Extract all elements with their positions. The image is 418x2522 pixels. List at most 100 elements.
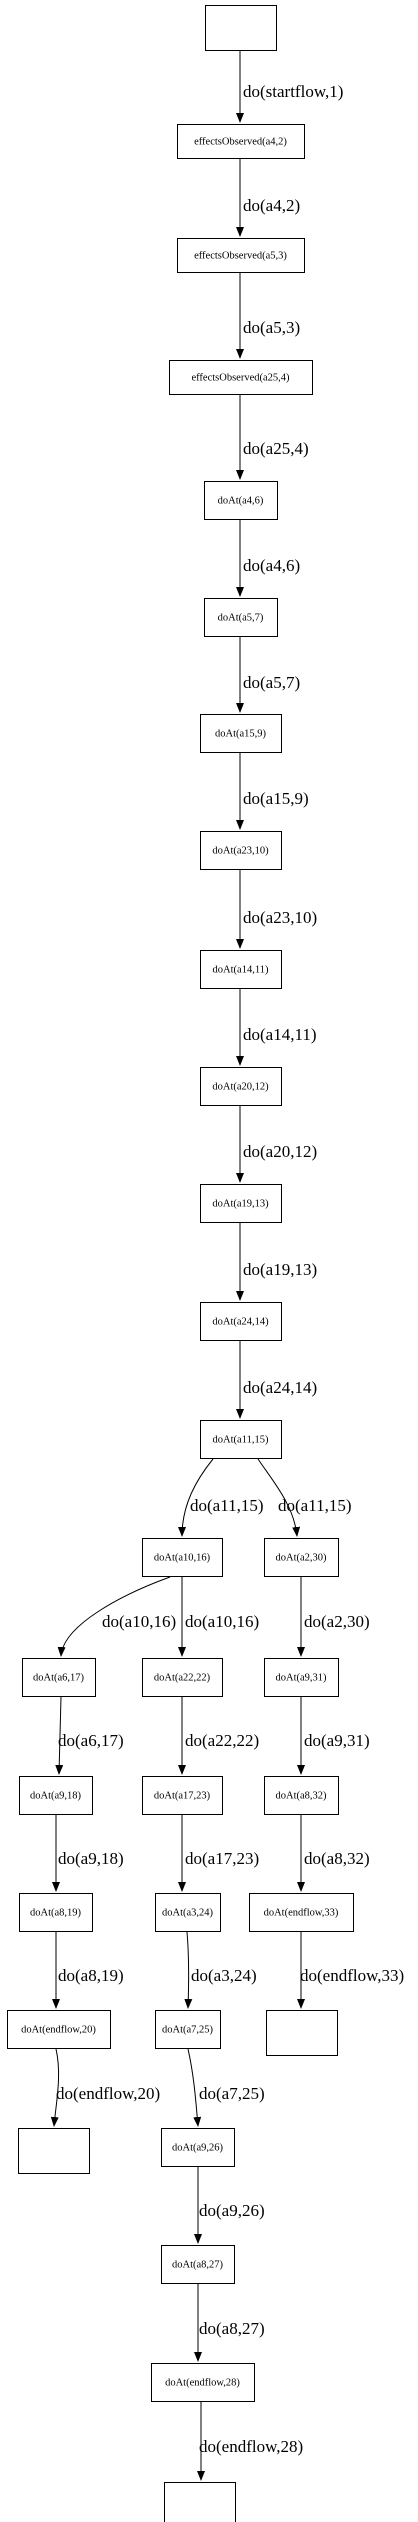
node-box <box>200 1420 282 1459</box>
node-box <box>205 5 277 51</box>
node-box <box>161 2245 235 2284</box>
node-box <box>200 714 282 753</box>
state-node: doAt(a24,14) <box>200 1302 282 1341</box>
node-label: doAt(a15,9) <box>215 729 267 740</box>
edge-label: do(a9,31) <box>304 1731 370 1750</box>
edge-label: do(endflow,20) <box>56 2084 160 2103</box>
state-node: doAt(a7,25) <box>155 2010 221 2049</box>
node-label: doAt(a19,13) <box>212 1199 269 1210</box>
edge-label: do(a14,11) <box>243 1025 317 1044</box>
node-box <box>264 1776 339 1815</box>
node-box <box>200 1302 282 1341</box>
edge-label: do(a20,12) <box>243 1142 317 1161</box>
edge-label: do(a6,17) <box>58 1731 124 1750</box>
node-box <box>161 2128 235 2167</box>
edge-label: do(a19,13) <box>243 1260 317 1279</box>
edge-n24-to-n27 <box>50 2048 60 2127</box>
edge-n13-to-n15 <box>57 1576 171 1657</box>
state-node: doAt(a23,10) <box>200 831 282 870</box>
node-label: doAt(a5,7) <box>218 613 264 624</box>
node-label: effectsObserved(a4,2) <box>194 137 287 148</box>
node-label: doAt(endflow,20) <box>21 2025 96 2036</box>
node-label: doAt(a11,15) <box>213 1435 269 1446</box>
nodes-layer: effectsObserved(a4,2) effectsObserved(a5,… <box>7 5 354 2522</box>
state-node: doAt(a3,24) <box>155 1893 221 1932</box>
state-node: doAt(a19,13) <box>200 1184 282 1223</box>
edge-label: do(endflow,28) <box>199 2437 303 2456</box>
edge-label: do(a15,9) <box>243 789 309 808</box>
state-node: doAt(a17,23) <box>142 1776 223 1815</box>
edge-n22-to-n25 <box>184 1931 193 2009</box>
state-node: doAt(a9,26) <box>161 2128 235 2167</box>
edge-n12-to-n14 <box>257 1458 301 1537</box>
edge-label: do(a22,22) <box>185 1731 259 1750</box>
edge-n15-to-n18 <box>55 1696 64 1775</box>
node-label: doAt(a24,14) <box>212 1317 269 1328</box>
state-node: doAt(a2,30) <box>264 1538 339 1577</box>
state-node: doAt(a8,27) <box>161 2245 235 2284</box>
node-label: doAt(a8,32) <box>275 1791 327 1802</box>
node-label: doAt(a7,25) <box>162 2025 214 2036</box>
node-box <box>200 1184 282 1223</box>
state-node: doAt(endflow,28) <box>151 2363 255 2402</box>
edge-label: do(a8,19) <box>58 1966 124 1985</box>
node-label: doAt(a17,23) <box>154 1791 211 1802</box>
state-node: doAt(a22,22) <box>142 1658 223 1697</box>
state-node: doAt(a6,17) <box>22 1658 96 1697</box>
node-box <box>264 1538 339 1577</box>
edge-n12-to-n13 <box>178 1458 214 1537</box>
node-label: doAt(a8,27) <box>172 2260 224 2271</box>
state-node: doAt(a8,19) <box>19 1893 93 1932</box>
node-box <box>266 2010 338 2056</box>
node-box <box>155 2010 221 2049</box>
node-box <box>151 2363 255 2402</box>
node-label: doAt(a14,11) <box>213 965 269 976</box>
node-box <box>155 1893 221 1932</box>
node-box <box>142 1658 223 1697</box>
edge-label: do(a4,6) <box>243 556 300 575</box>
node-label: doAt(a6,17) <box>33 1673 85 1684</box>
edge-label: do(a8,32) <box>304 1849 370 1868</box>
edge-label: do(startflow,1) <box>243 82 343 101</box>
empty-state-node <box>18 2128 90 2174</box>
node-box <box>264 1658 339 1697</box>
node-label: doAt(a2,30) <box>275 1553 327 1564</box>
node-label: doAt(a9,26) <box>172 2143 224 2154</box>
state-node: doAt(a15,9) <box>200 714 282 753</box>
edge-label: do(a2,30) <box>304 1612 370 1631</box>
node-box <box>204 481 278 520</box>
node-box <box>169 360 313 395</box>
state-node: doAt(a9,18) <box>19 1776 93 1815</box>
empty-state-node <box>164 2482 236 2522</box>
edge-label: do(a25,4) <box>243 439 309 458</box>
state-node: effectsObserved(a25,4) <box>169 360 313 395</box>
edge-label: do(a5,7) <box>243 673 300 692</box>
node-box <box>200 831 282 870</box>
node-box <box>142 1538 223 1577</box>
edge-label: do(endflow,33) <box>300 1966 404 1985</box>
state-node: doAt(a11,15) <box>200 1420 282 1459</box>
node-label: doAt(a9,31) <box>275 1673 327 1684</box>
state-node: effectsObserved(a5,3) <box>177 238 305 273</box>
node-box <box>204 598 278 637</box>
edge-label: do(a9,18) <box>58 1849 124 1868</box>
node-box <box>249 1893 354 1932</box>
state-node: doAt(a9,31) <box>264 1658 339 1697</box>
edge-label: do(a3,24) <box>191 1966 257 1985</box>
node-box <box>142 1776 223 1815</box>
edge-label: do(a10,16) <box>185 1612 259 1631</box>
node-label: doAt(a3,24) <box>162 1908 214 1919</box>
node-label: doAt(a10,16) <box>154 1553 211 1564</box>
edge-label: do(a7,25) <box>199 2084 265 2103</box>
node-box <box>177 238 305 273</box>
edge-label: do(a4,2) <box>243 196 300 215</box>
edge-label: do(a9,26) <box>199 2201 265 2220</box>
node-label: doAt(a8,19) <box>30 1908 82 1919</box>
node-label: doAt(a22,22) <box>154 1673 211 1684</box>
node-label: doAt(a9,18) <box>30 1791 82 1802</box>
edge-label: do(a23,10) <box>243 908 317 927</box>
node-box <box>200 950 282 989</box>
state-node: doAt(a8,32) <box>264 1776 339 1815</box>
edge-label: do(a17,23) <box>185 1849 259 1868</box>
